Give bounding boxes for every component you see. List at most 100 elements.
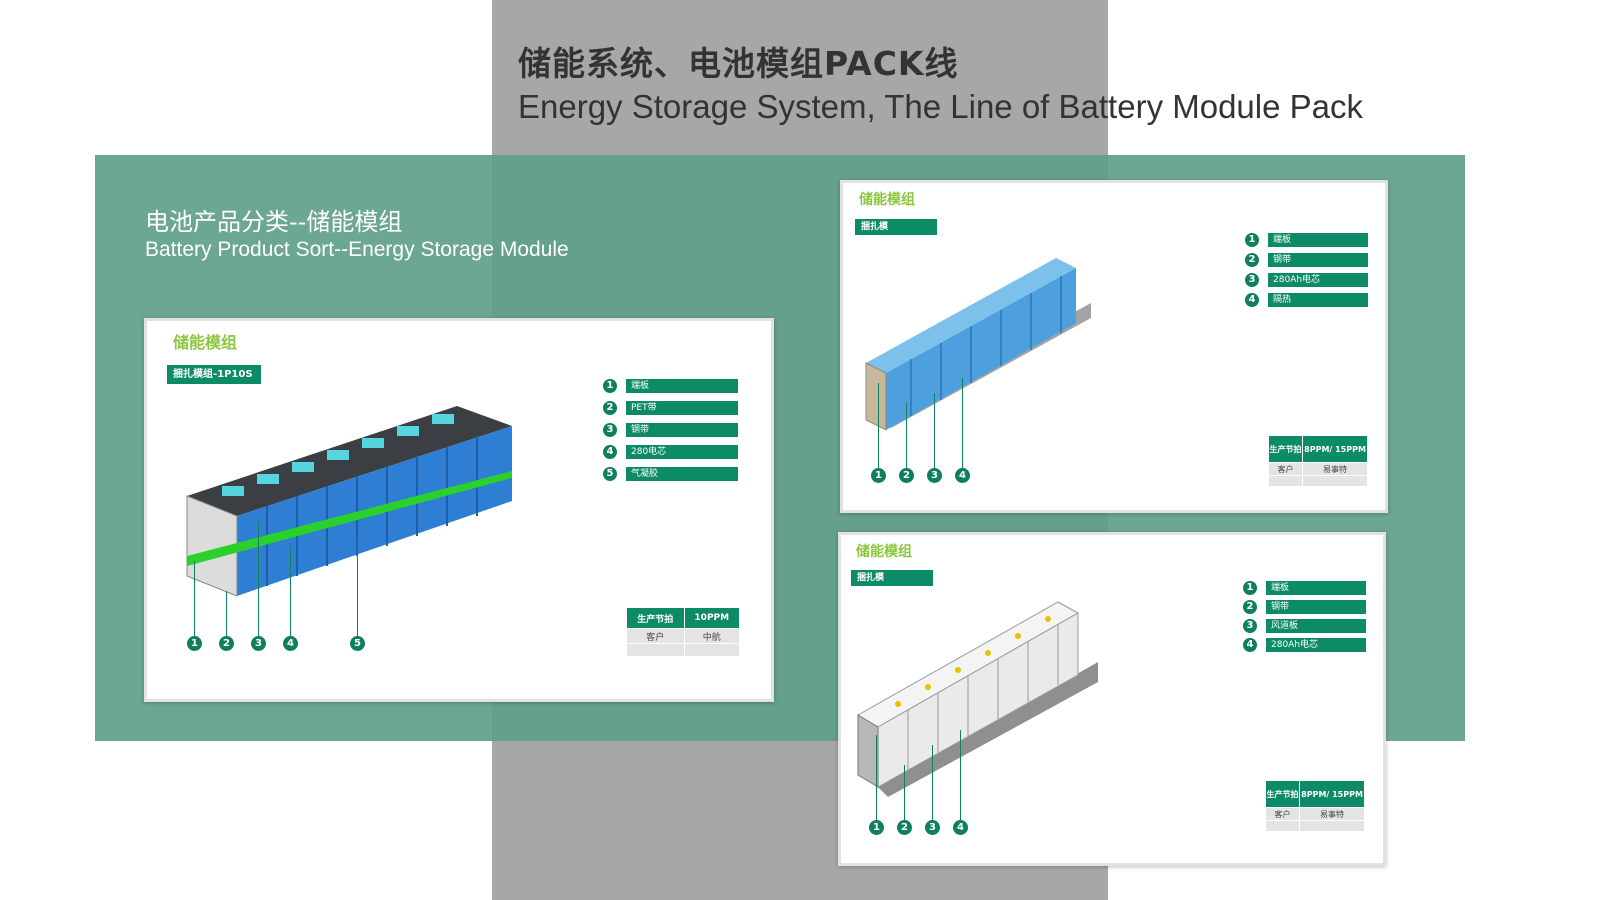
callout-4: 4	[283, 546, 299, 651]
callout-5: 5	[350, 536, 366, 651]
card-title: 储能模组	[859, 192, 915, 208]
table-cell: 客户	[626, 628, 685, 644]
module-end-plate	[857, 714, 879, 788]
callout-1: 1	[187, 561, 203, 651]
legend-item: 4 280电芯	[603, 445, 738, 459]
legend-number: 3	[1245, 273, 1259, 287]
callout-4: 4	[953, 730, 969, 835]
card-title: 储能模组	[856, 544, 912, 560]
terminal-marker	[1045, 616, 1051, 622]
legend-label: 钢带	[1266, 600, 1366, 614]
legend-item: 2 钢带	[1245, 253, 1368, 267]
band-heading: 电池产品分类--储能模组 Battery Product Sort--Energ…	[145, 207, 569, 263]
callout-2: 2	[897, 765, 913, 835]
band-heading-chinese: 电池产品分类--储能模组	[145, 208, 403, 236]
page-title-chinese: 储能系统、电池模组PACK线	[518, 44, 959, 83]
model-tag: 捆扎模组-1P10S	[851, 570, 933, 599]
callout-1: 1	[869, 735, 885, 835]
terminal-marker	[1015, 633, 1021, 639]
terminal-marker	[895, 701, 901, 707]
module-card-1p13s-blue: 储能模组 捆扎模组-1P13S 1 2 3 4 1 端板 2 钢带 3 280Ah电芯…	[840, 180, 1388, 513]
battery-module-illustration	[186, 406, 512, 597]
callout-3: 3	[251, 521, 267, 651]
legend-label: 端板	[1266, 581, 1366, 595]
legend-item: 4 280Ah电芯	[1243, 638, 1366, 652]
legend-label: 隔热	[1268, 293, 1368, 307]
legend-number: 3	[1243, 619, 1257, 633]
legend-number: 2	[1243, 600, 1257, 614]
page-title-english: Energy Storage System, The Line of Batte…	[518, 88, 1363, 125]
terminal-cap	[257, 474, 279, 484]
legend-item: 3 风道板	[1243, 619, 1366, 633]
module-shadow	[878, 662, 1098, 797]
model-tag: 捆扎模组-1P10S	[167, 365, 261, 384]
legend-number: 1	[1245, 233, 1259, 247]
model-tag: 捆扎模组-1P13S	[855, 219, 937, 248]
legend-number: 2	[1245, 253, 1259, 267]
legend-item: 5 气凝胶	[603, 467, 738, 481]
card-title: 储能模组	[173, 333, 238, 352]
callout-3: 3	[925, 745, 941, 835]
legend-item: 1 端板	[1245, 233, 1368, 247]
legend-label: 280电芯	[626, 445, 738, 459]
legend-item: 3 钢带	[603, 423, 738, 437]
terminal-cap	[292, 462, 314, 472]
band-heading-english: Battery Product Sort--Energy Storage Mod…	[145, 238, 569, 261]
table-header-cell: 8PPM/ 15PPM	[1299, 780, 1365, 808]
legend-label: 端板	[1268, 233, 1368, 247]
battery-module-illustration	[865, 258, 1091, 431]
terminal-cap	[327, 450, 349, 460]
table-cell: 易事特	[1299, 807, 1365, 821]
module-top-face	[187, 406, 512, 516]
callout-1: 1	[871, 383, 887, 483]
module-card-1p10s-white: 储能模组 捆扎模组-1P10S 1 2 3 4 1 端板 2 钢带 3 风道板 4 28…	[838, 532, 1386, 866]
module-end-plate	[865, 362, 887, 431]
module-end-plate	[186, 495, 238, 597]
legend-label: 280Ah电芯	[1266, 638, 1366, 652]
terminal-cap	[362, 438, 384, 448]
table-cell: 易事特	[1302, 462, 1368, 476]
legend-label: 气凝胶	[626, 467, 738, 481]
table-header-cell: 生产节拍	[1267, 435, 1304, 463]
terminal-marker	[925, 684, 931, 690]
legend-item: 4 隔热	[1245, 293, 1368, 307]
legend-label: 端板	[626, 379, 738, 393]
table-cell: 中航	[683, 628, 741, 644]
battery-module-illustration	[857, 601, 1098, 797]
legend-label: 钢带	[626, 423, 738, 437]
legend-number: 5	[603, 467, 617, 481]
legend-label: 280Ah电芯	[1268, 273, 1368, 287]
callout-4: 4	[955, 378, 971, 483]
legend-label: 钢带	[1268, 253, 1368, 267]
callout-2: 2	[219, 591, 235, 651]
legend-label: 风道板	[1266, 619, 1366, 633]
table-header-cell: 生产节拍	[1264, 780, 1301, 808]
table-header-cell: 8PPM/ 15PPM	[1302, 435, 1368, 463]
terminal-cap	[222, 486, 244, 496]
terminal-marker	[955, 667, 961, 673]
table-cell: 客户	[1267, 462, 1304, 476]
legend-label: PET带	[626, 401, 738, 415]
legend-item: 1 端板	[1243, 581, 1366, 595]
legend-number: 3	[603, 423, 617, 437]
table-header-cell: 10PPM	[683, 607, 741, 629]
table-header-cell: 生产节拍	[626, 607, 685, 629]
legend-number: 4	[1243, 638, 1257, 652]
callout-2: 2	[899, 403, 915, 483]
terminal-cap	[432, 414, 454, 424]
terminal-cap	[397, 426, 419, 436]
legend-number: 4	[603, 445, 617, 459]
steel-band	[187, 471, 512, 566]
legend-number: 4	[1245, 293, 1259, 307]
callout-3: 3	[927, 393, 943, 483]
page-title: 储能系统、电池模组PACK线 Energy Storage System, Th…	[518, 42, 1363, 128]
legend-item: 3 280Ah电芯	[1245, 273, 1368, 287]
table-cell: 客户	[1264, 807, 1301, 821]
legend-number: 1	[1243, 581, 1257, 595]
